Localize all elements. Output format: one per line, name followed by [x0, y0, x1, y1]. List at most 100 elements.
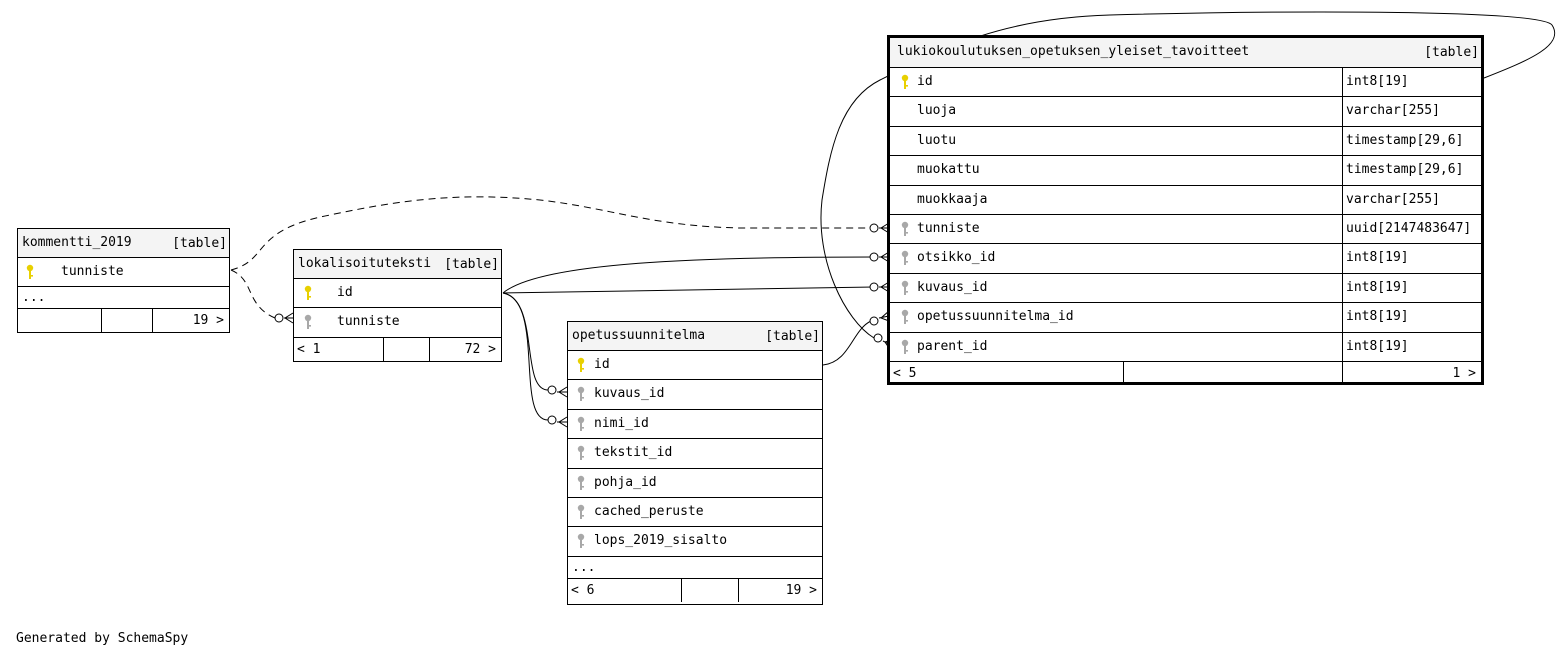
edge-self-loop-parent — [820, 11, 1556, 339]
edge-end-circle — [869, 252, 879, 262]
table-type: [table] — [765, 329, 820, 344]
children-count[interactable]: 19 > — [192, 313, 224, 329]
table-header: lukiokoulutuksen_opetuksen_yleiset_tavoi… — [890, 38, 1481, 68]
table-type: [table] — [444, 257, 499, 272]
children-count[interactable]: 1 > — [1452, 365, 1476, 381]
column-name: id — [917, 74, 933, 89]
column-type: int8[19] — [1346, 74, 1409, 89]
table-row[interactable]: opetussuunnitelma_id int8[19] — [890, 303, 1481, 333]
table-row[interactable]: cached_peruste — [568, 498, 822, 528]
primary-key-icon — [901, 74, 909, 89]
table-row[interactable]: otsikko_id int8[19] — [890, 244, 1481, 274]
column-name: tunniste — [917, 220, 980, 236]
foreign-key-icon — [577, 445, 585, 461]
table-row[interactable]: luotu timestamp[29,6] — [890, 126, 1481, 157]
table-row[interactable]: parent_id int8[19] — [890, 332, 1481, 362]
table-row[interactable]: id int8[19] — [890, 68, 1481, 98]
primary-key-icon — [26, 264, 34, 279]
foreign-key-icon — [901, 280, 909, 295]
column-type: varchar[255] — [1346, 191, 1440, 207]
table-row[interactable]: tunniste — [18, 258, 229, 288]
foreign-key-icon — [577, 534, 585, 549]
table-row[interactable]: luoja varchar[255] — [890, 97, 1481, 127]
table-footer: < 1 72 > — [294, 337, 501, 361]
table-kommentti-2019[interactable]: kommentti_2019 [table] tunniste ... 19 > — [17, 228, 230, 333]
table-row[interactable]: id — [568, 351, 822, 381]
table-row[interactable]: muokattu timestamp[29,6] — [890, 156, 1481, 186]
generated-by-footer: Generated by SchemaSpy — [16, 631, 189, 646]
edge-crowfoot — [557, 386, 568, 398]
foreign-key-icon — [577, 504, 585, 519]
edge-kommentti-to-lokalisoituteksti — [230, 269, 276, 319]
more-columns: ... — [568, 557, 822, 579]
table-header: opetussuunnitelma [table] — [568, 322, 822, 351]
foreign-key-icon — [304, 315, 312, 330]
parents-count[interactable]: < 1 — [297, 341, 321, 357]
parents-count[interactable]: < 5 — [893, 365, 917, 381]
table-header: kommentti_2019 [table] — [18, 229, 229, 258]
parents-count[interactable]: < 6 — [571, 582, 595, 598]
table-row[interactable]: pohja_id — [568, 469, 822, 498]
children-count[interactable]: 72 > — [464, 341, 496, 357]
column-name: id — [337, 285, 353, 300]
foreign-key-icon — [901, 251, 909, 266]
edge-lokalisoituteksti-to-otsikko — [502, 256, 875, 294]
edge-end-circle — [869, 316, 879, 326]
children-count[interactable]: 19 > — [785, 582, 817, 598]
edge-crowfoot — [557, 416, 568, 428]
column-name: tekstit_id — [594, 445, 673, 461]
edge-end-circle — [869, 223, 879, 233]
column-type: uuid[2147483647] — [1346, 220, 1472, 236]
edge-end-circle — [547, 385, 557, 395]
column-type: timestamp[29,6] — [1346, 132, 1464, 148]
primary-key-icon — [577, 357, 585, 372]
table-lukiokoulutuksen-opetuksen-yleiset-tavoitteet[interactable]: lukiokoulutuksen_opetuksen_yleiset_tavoi… — [887, 35, 1484, 385]
table-row[interactable]: lops_2019_sisalto — [568, 527, 822, 557]
column-name: lops_2019_sisalto — [594, 533, 728, 549]
table-row[interactable]: tunniste uuid[2147483647] — [890, 214, 1481, 245]
table-lokalisoituteksti[interactable]: lokalisoituteksti [table] id tunniste < … — [293, 249, 502, 362]
table-footer: < 6 19 > — [568, 578, 822, 602]
table-footer: 19 > — [18, 309, 229, 333]
column-name: parent_id — [917, 338, 988, 354]
column-type: int8[19] — [1346, 250, 1409, 266]
table-name[interactable]: lokalisoituteksti — [298, 256, 432, 271]
column-type: int8[19] — [1346, 309, 1409, 325]
edge-lokalisoituteksti-to-ops-nimi — [502, 292, 549, 421]
column-name: cached_peruste — [594, 503, 704, 519]
edge-lokalisoituteksti-to-ops-kuvaus — [502, 292, 549, 391]
more-columns: ... — [18, 287, 229, 310]
column-name: muokattu — [917, 162, 980, 178]
column-name: muokkaaja — [917, 191, 988, 207]
column-name: kuvaus_id — [594, 386, 665, 402]
foreign-key-icon — [577, 475, 585, 490]
column-name: pohja_id — [594, 474, 657, 490]
column-type: timestamp[29,6] — [1346, 162, 1464, 178]
column-name: tunniste — [337, 314, 400, 330]
table-footer: < 5 1 > — [890, 361, 1481, 385]
column-name: opetussuunnitelma_id — [917, 309, 1074, 325]
table-name[interactable]: kommentti_2019 — [22, 235, 132, 250]
table-opetussuunnitelma[interactable]: opetussuunnitelma [table] id kuvaus_id n… — [567, 321, 823, 605]
table-type: [table] — [1424, 45, 1479, 60]
column-name: luotu — [917, 132, 957, 148]
table-header: lokalisoituteksti [table] — [294, 250, 501, 279]
column-name: nimi_id — [594, 415, 649, 431]
table-row[interactable]: nimi_id — [568, 410, 822, 440]
table-row[interactable]: id — [294, 279, 501, 309]
table-name[interactable]: lukiokoulutuksen_opetuksen_yleiset_tavoi… — [897, 44, 1250, 59]
foreign-key-icon — [901, 339, 909, 354]
column-type: int8[19] — [1346, 279, 1409, 295]
table-type: [table] — [172, 236, 227, 251]
table-row[interactable]: muokkaaja varchar[255] — [890, 185, 1481, 215]
table-row[interactable]: tekstit_id — [568, 439, 822, 469]
table-name[interactable]: opetussuunnitelma — [572, 328, 706, 343]
edge-end-circle — [274, 313, 284, 323]
foreign-key-icon — [577, 387, 585, 402]
column-name: id — [594, 357, 610, 372]
table-row[interactable]: tunniste — [294, 308, 501, 338]
edge-end-circle — [547, 415, 557, 425]
table-row[interactable]: kuvaus_id int8[19] — [890, 273, 1481, 304]
table-row[interactable]: kuvaus_id — [568, 380, 822, 410]
